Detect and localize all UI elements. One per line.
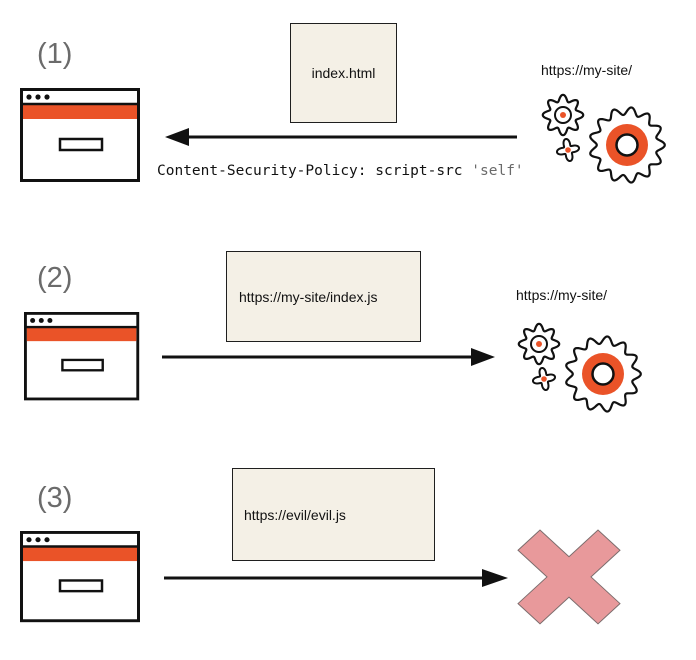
response-arrow	[165, 128, 517, 146]
tiny-gear-dot	[541, 376, 547, 382]
small-gear-dot	[536, 341, 542, 347]
step-1-label: (1)	[37, 38, 73, 70]
server-host-label: https://my-site/	[541, 62, 633, 78]
small-gear-dot	[560, 112, 566, 118]
payload-box-evil-js: https://evil/evil.js	[232, 468, 435, 561]
payload-label: index.html	[311, 65, 376, 81]
browser-window-icon	[24, 311, 140, 401]
payload-label: https://my-site/index.js	[239, 288, 378, 305]
payload-box-index-html: index.html	[290, 23, 397, 123]
request-arrow	[164, 569, 508, 587]
gears-icon	[541, 93, 666, 184]
payload-box-index-js: https://my-site/index.js	[226, 251, 421, 342]
blocked-x-icon	[517, 529, 621, 625]
server-host-label: https://my-site/	[516, 287, 608, 303]
step-2-label: (2)	[37, 262, 73, 294]
large-gear-hole	[615, 133, 639, 157]
browser-window-icon	[20, 530, 140, 623]
gears-icon	[517, 322, 642, 413]
step-3-label: (3)	[37, 482, 73, 514]
browser-window-icon	[20, 88, 140, 182]
csp-header-name: Content-Security-Policy: script-src	[157, 163, 472, 179]
csp-header-value: 'self'	[471, 163, 524, 179]
large-gear-hole	[591, 362, 615, 386]
payload-label: https://evil/evil.js	[244, 506, 346, 523]
csp-header: Content-Security-Policy: script-src 'sel…	[157, 163, 524, 179]
request-arrow	[162, 348, 495, 366]
tiny-gear-dot	[565, 147, 571, 153]
